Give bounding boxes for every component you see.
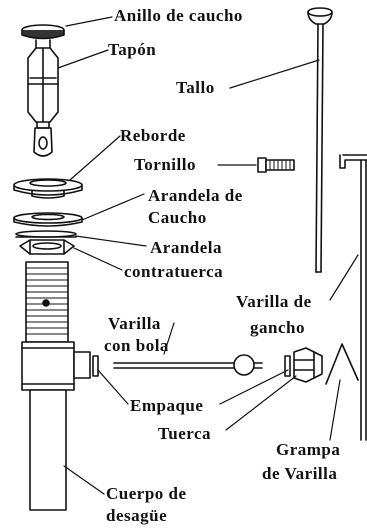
label-reborde: Reborde — [120, 126, 186, 145]
label-varilla-con-bola-line2: con bola — [104, 336, 169, 355]
flange-illustration — [13, 178, 83, 199]
label-arandela-de-caucho-line1: Arandela de — [148, 186, 243, 205]
label-grampa-de-varilla-line2: de Varilla — [262, 464, 338, 483]
nut-illustration — [293, 347, 323, 383]
washer-illustration — [15, 230, 77, 238]
leader-lines — [57, 16, 359, 495]
label-cuerpo-de-desague-line1: Cuerpo de — [106, 484, 187, 503]
ball-rod-illustration — [113, 354, 263, 376]
drain-body-illustration — [21, 261, 91, 511]
hook-rod-illustration — [339, 154, 367, 441]
label-arandela: Arandela — [150, 238, 222, 257]
label-tornillo: Tornillo — [134, 155, 196, 174]
label-contratuerca: contratuerca — [124, 262, 224, 281]
gasket-illustration — [92, 355, 291, 377]
rubber-washer-illustration — [13, 212, 83, 227]
label-tuerca: Tuerca — [158, 424, 212, 443]
label-arandela-de-caucho-line2: Caucho — [148, 208, 207, 227]
clip-illustration — [325, 343, 359, 385]
stopper-illustration — [21, 24, 65, 157]
locknut-illustration — [19, 239, 75, 255]
label-varilla-de-gancho-line2: gancho — [250, 318, 305, 337]
screw-illustration — [257, 157, 295, 173]
label-cuerpo-de-desague-line2: desagüe — [106, 506, 168, 525]
label-tallo: Tallo — [176, 78, 215, 97]
label-varilla-con-bola-line1: Varilla — [108, 314, 161, 333]
stem-illustration — [307, 7, 333, 273]
label-tapon: Tapón — [108, 40, 157, 59]
label-empaque: Empaque — [130, 396, 204, 415]
label-varilla-de-gancho-line1: Varilla de — [236, 292, 312, 311]
label-anillo-de-caucho: Anillo de caucho — [114, 6, 243, 25]
label-grampa-de-varilla-line1: Grampa — [276, 440, 341, 459]
